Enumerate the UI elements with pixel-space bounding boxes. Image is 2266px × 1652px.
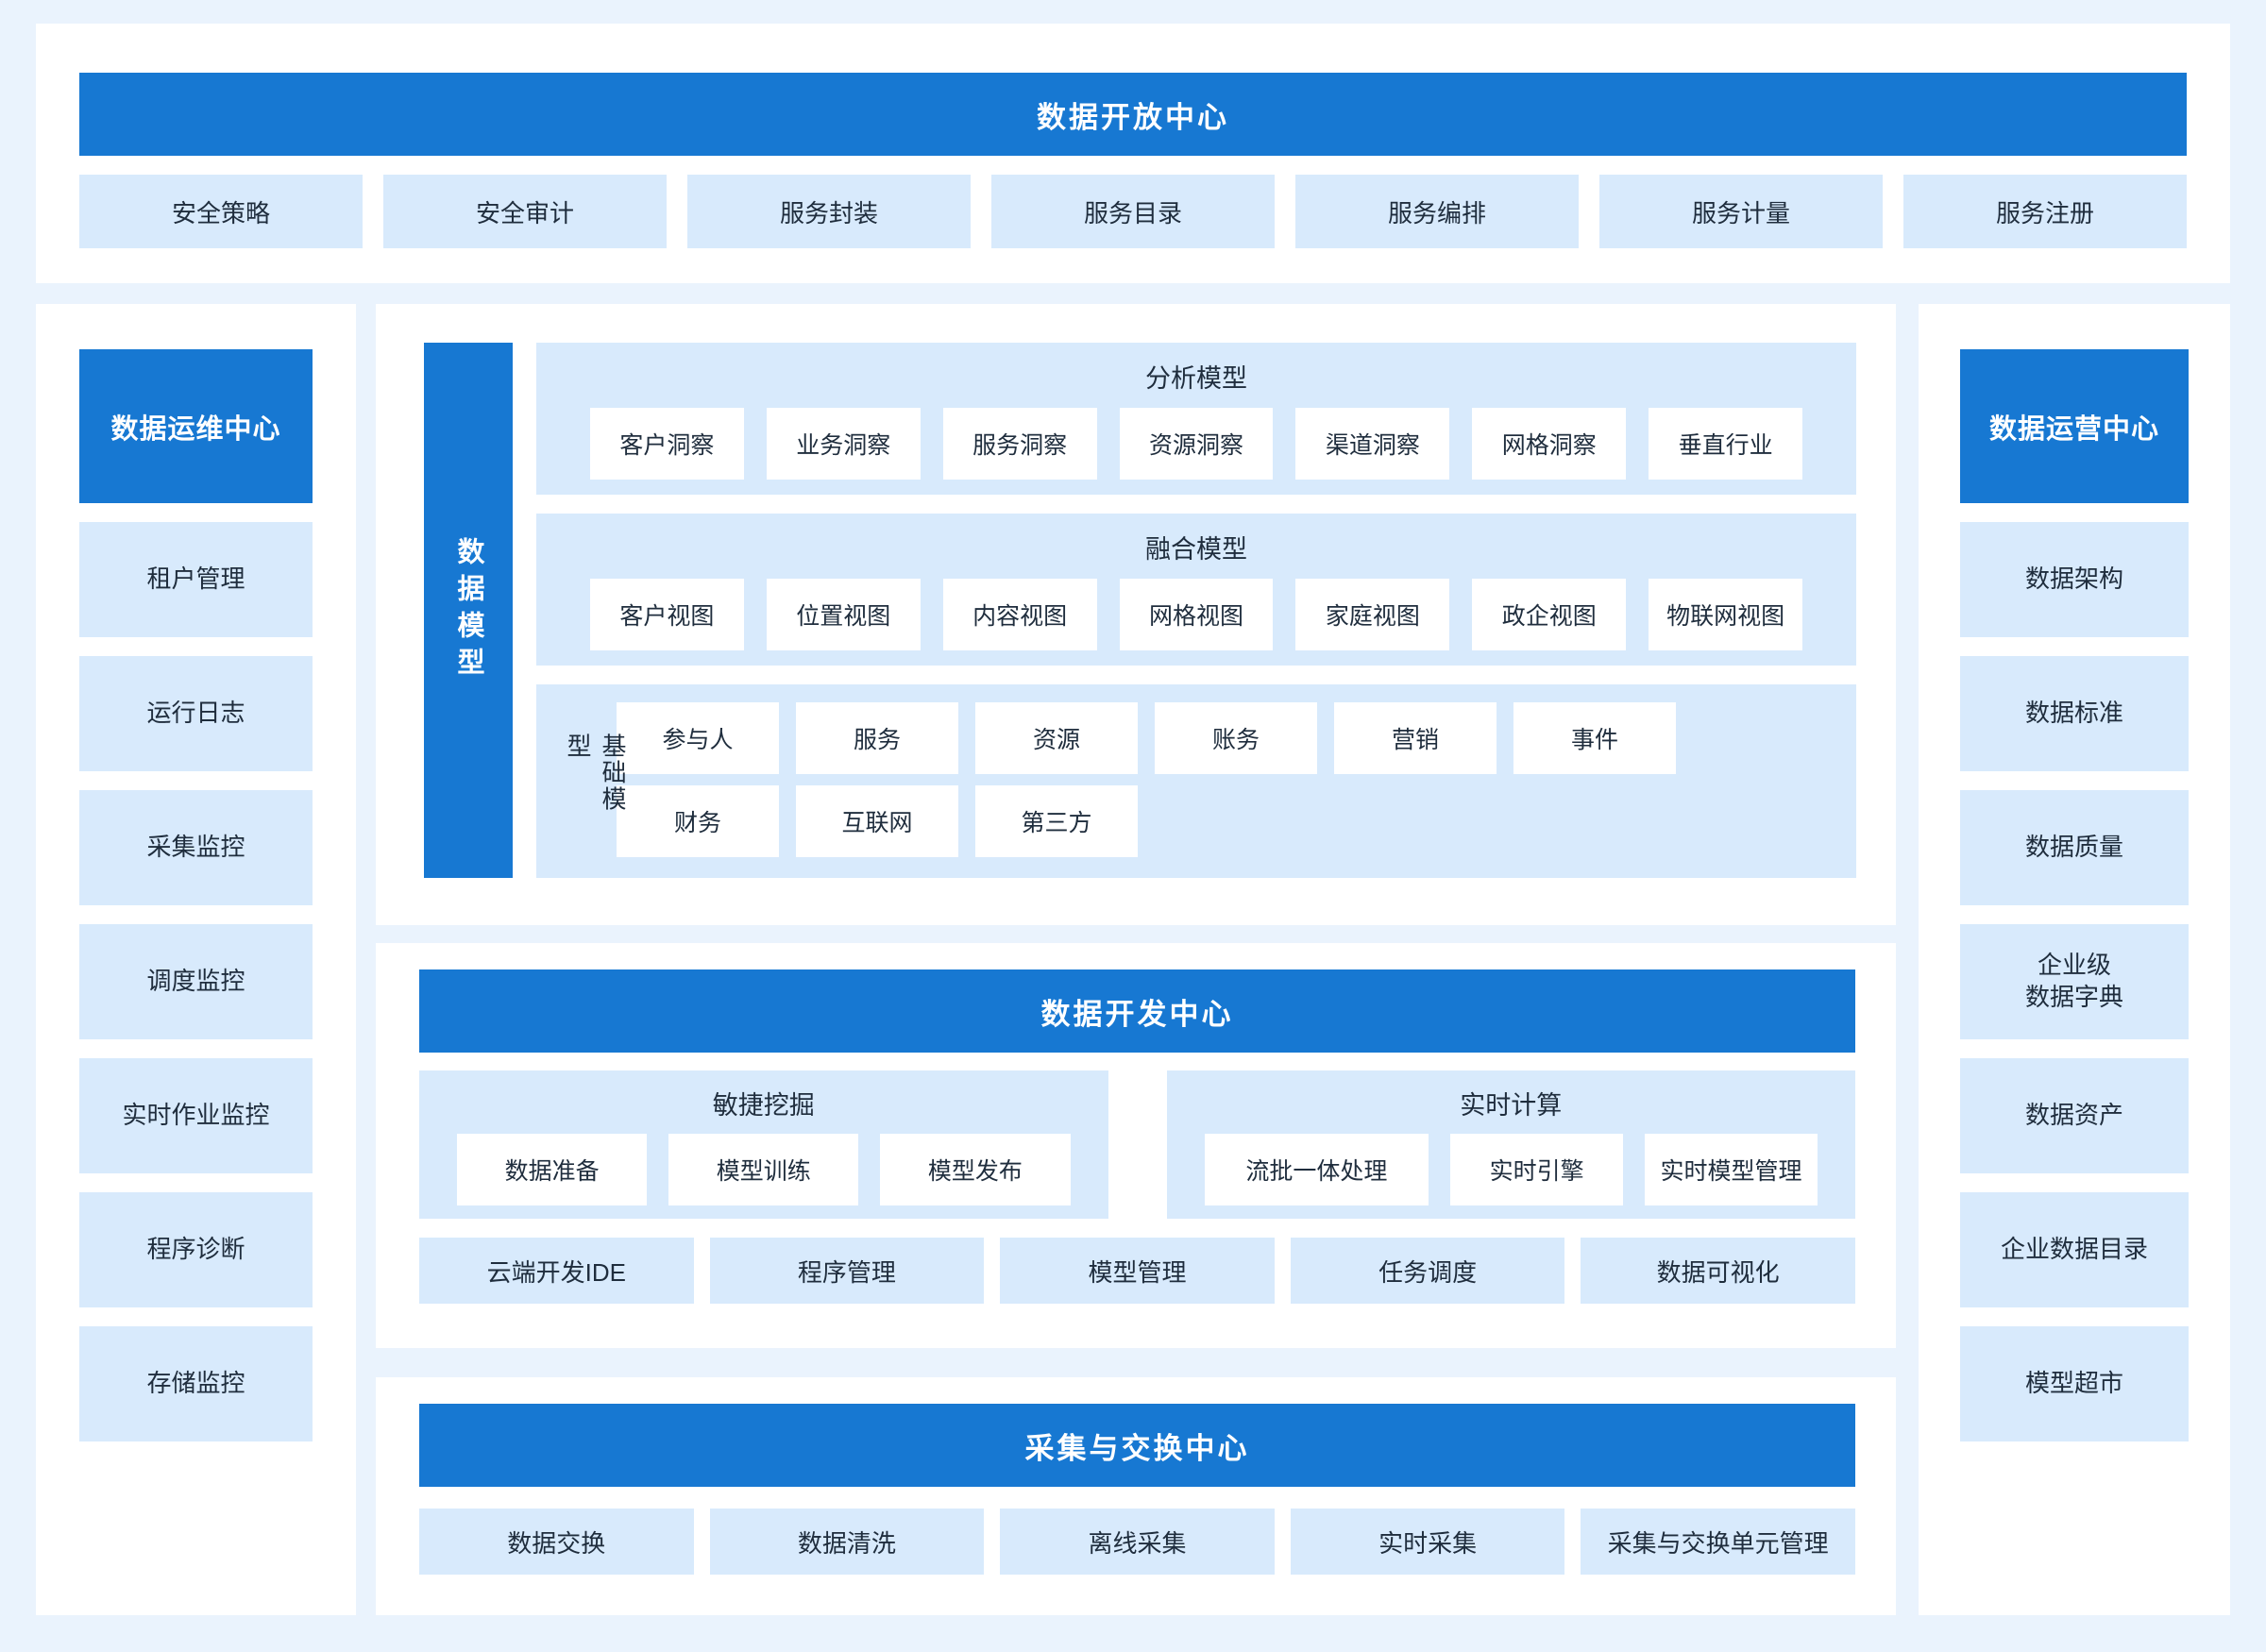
ops-center-item: 程序诊断 <box>79 1192 313 1307</box>
dev-item: 模型发布 <box>880 1133 1071 1205</box>
dev-tool-item: 模型管理 <box>1000 1238 1275 1304</box>
model-item: 客户视图 <box>590 579 744 650</box>
exchange-item: 实时采集 <box>1290 1509 1565 1575</box>
open-center-item: 安全策略 <box>79 175 363 248</box>
dev-center-panel: 数据开发中心 敏捷挖掘 数据准备 模型训练 模型发布 实时计算 流批一体处理 实… <box>376 943 1896 1348</box>
operation-center-item: 企业级 数据字典 <box>1960 924 2189 1039</box>
ops-center-item: 实时作业监控 <box>79 1058 313 1173</box>
model-item: 营销 <box>1334 702 1497 774</box>
fusion-model-title: 融合模型 <box>1145 535 1247 564</box>
operation-center-panel: 数据运营中心 数据架构 数据标准 数据质量 企业级 数据字典 数据资产 企业数据… <box>1919 304 2230 1615</box>
ops-center-header: 数据运维中心 <box>79 349 313 503</box>
dev-tool-item: 云端开发IDE <box>419 1238 694 1304</box>
data-model-label: 数据模型 <box>453 536 483 684</box>
analysis-model-title: 分析模型 <box>1145 364 1247 393</box>
open-center-panel: 数据开放中心 安全策略 安全审计 服务封装 服务目录 服务编排 服务计量 服务注… <box>36 24 2230 283</box>
open-center-item: 服务封装 <box>687 175 971 248</box>
ops-center-item: 采集监控 <box>79 790 313 905</box>
dev-item: 实时引擎 <box>1450 1133 1624 1205</box>
exchange-center-header: 采集与交换中心 <box>419 1404 1855 1487</box>
operation-center-item: 数据质量 <box>1960 790 2189 905</box>
model-item: 位置视图 <box>766 579 921 650</box>
data-model-rows: 分析模型 客户洞察 业务洞察 服务洞察 资源洞察 渠道洞察 网格洞察 垂直行业 … <box>536 343 1856 878</box>
ops-center-panel: 数据运维中心 租户管理 运行日志 采集监控 调度监控 实时作业监控 程序诊断 存… <box>36 304 356 1615</box>
dev-item: 数据准备 <box>457 1133 648 1205</box>
model-item: 垂直行业 <box>1649 408 1803 480</box>
model-item: 物联网视图 <box>1649 579 1803 650</box>
operation-center-header: 数据运营中心 <box>1960 349 2189 503</box>
dev-tools-row: 云端开发IDE 程序管理 模型管理 任务调度 数据可视化 <box>419 1238 1855 1304</box>
model-item: 政企视图 <box>1472 579 1627 650</box>
model-item: 账务 <box>1155 702 1317 774</box>
data-model-bar: 数据模型 <box>424 343 513 878</box>
exchange-item: 数据交换 <box>419 1509 694 1575</box>
exchange-item: 数据清洗 <box>709 1509 985 1575</box>
model-item: 渠道洞察 <box>1295 408 1450 480</box>
model-item: 互联网 <box>796 785 958 857</box>
operation-center-item: 数据标准 <box>1960 656 2189 771</box>
fusion-model-group: 融合模型 客户视图 位置视图 内容视图 网格视图 家庭视图 政企视图 物联网视图 <box>536 514 1856 666</box>
model-item: 业务洞察 <box>766 408 921 480</box>
realtime-computing-group: 实时计算 流批一体处理 实时引擎 实时模型管理 <box>1166 1070 1855 1219</box>
operation-center-item: 数据架构 <box>1960 522 2189 637</box>
model-item: 客户洞察 <box>590 408 744 480</box>
ops-center-item: 调度监控 <box>79 924 313 1039</box>
model-item: 网格洞察 <box>1472 408 1627 480</box>
open-center-item: 服务编排 <box>1295 175 1579 248</box>
model-item: 资源洞察 <box>1119 408 1274 480</box>
model-item: 事件 <box>1513 702 1676 774</box>
open-center-item: 服务注册 <box>1903 175 2187 248</box>
model-item: 资源 <box>975 702 1138 774</box>
model-item: 第三方 <box>975 785 1138 857</box>
ops-center-item: 存储监控 <box>79 1326 313 1441</box>
open-center-item: 服务计量 <box>1599 175 1883 248</box>
model-item: 内容视图 <box>942 579 1097 650</box>
model-item: 网格视图 <box>1119 579 1274 650</box>
exchange-center-panel: 采集与交换中心 数据交换 数据清洗 离线采集 实时采集 采集与交换单元管理 <box>376 1377 1896 1615</box>
base-model-group: 基础模型 参与人 服务 资源 账务 营销 事件 财务 互联网 第三方 <box>536 684 1856 878</box>
model-item: 参与人 <box>617 702 779 774</box>
operation-center-item: 模型超市 <box>1960 1326 2189 1441</box>
ops-center-item: 运行日志 <box>79 656 313 771</box>
realtime-computing-title: 实时计算 <box>1460 1090 1563 1120</box>
dev-item: 模型训练 <box>668 1133 859 1205</box>
exchange-items-row: 数据交换 数据清洗 离线采集 实时采集 采集与交换单元管理 <box>419 1509 1855 1575</box>
open-center-items: 安全策略 安全审计 服务封装 服务目录 服务编排 服务计量 服务注册 <box>79 175 2187 248</box>
dev-tool-item: 数据可视化 <box>1581 1238 1855 1304</box>
dev-tool-item: 程序管理 <box>709 1238 985 1304</box>
dev-tool-item: 任务调度 <box>1290 1238 1565 1304</box>
ops-center-item: 租户管理 <box>79 522 313 637</box>
base-model-label: 基础模型 <box>564 733 627 813</box>
model-item: 服务洞察 <box>942 408 1097 480</box>
exchange-item: 离线采集 <box>1000 1509 1275 1575</box>
agile-mining-group: 敏捷挖掘 数据准备 模型训练 模型发布 <box>419 1070 1108 1219</box>
open-center-header: 数据开放中心 <box>79 73 2187 156</box>
model-item: 家庭视图 <box>1295 579 1450 650</box>
dev-item: 流批一体处理 <box>1204 1133 1429 1205</box>
model-item: 财务 <box>617 785 779 857</box>
operation-center-item: 数据资产 <box>1960 1058 2189 1173</box>
dev-item: 实时模型管理 <box>1645 1133 1818 1205</box>
dev-center-header: 数据开发中心 <box>419 969 1855 1053</box>
open-center-item: 安全审计 <box>383 175 667 248</box>
agile-mining-title: 敏捷挖掘 <box>712 1090 815 1120</box>
model-item: 服务 <box>796 702 958 774</box>
open-center-item: 服务目录 <box>991 175 1275 248</box>
data-model-panel: 数据模型 分析模型 客户洞察 业务洞察 服务洞察 资源洞察 渠道洞察 网格洞察 … <box>376 304 1896 925</box>
analysis-model-group: 分析模型 客户洞察 业务洞察 服务洞察 资源洞察 渠道洞察 网格洞察 垂直行业 <box>536 343 1856 495</box>
operation-center-item: 企业数据目录 <box>1960 1192 2189 1307</box>
exchange-item: 采集与交换单元管理 <box>1581 1509 1855 1575</box>
